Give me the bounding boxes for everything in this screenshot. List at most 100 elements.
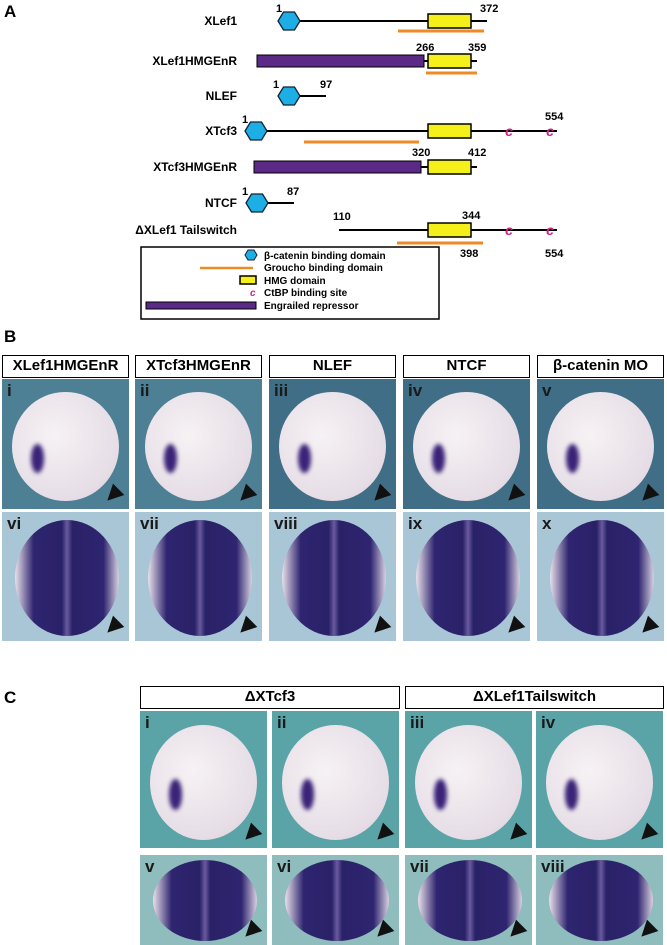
svg-text:Engrailed repressor: Engrailed repressor: [264, 301, 359, 312]
svg-text:Groucho binding domain: Groucho binding domain: [264, 263, 383, 274]
image-label: i: [145, 713, 150, 732]
construct-xtcf3hmgenr: 320 412: [253, 147, 486, 175]
image-label: vii: [140, 514, 159, 533]
image-label: vi: [277, 857, 292, 876]
svg-text:359: 359: [468, 42, 486, 54]
image-label: ii: [277, 713, 287, 732]
svg-text:CtBP binding site: CtBP binding site: [264, 288, 348, 299]
embryo-image: ix: [403, 512, 530, 641]
panel-b-label: B: [4, 327, 17, 346]
embryo-image: vii: [405, 855, 532, 945]
svg-text:β-catenin binding domain: β-catenin binding domain: [264, 251, 386, 262]
svg-text:1: 1: [273, 79, 279, 91]
ctbp-site-icon: c: [505, 123, 513, 139]
embryo-image: iv: [536, 711, 663, 848]
embryo: [281, 519, 386, 636]
construct-xlef1hmgenr: 266 359: [256, 42, 486, 75]
image-label: v: [542, 381, 552, 400]
embryo: [12, 392, 119, 502]
image-label: v: [145, 857, 155, 876]
embryo-image: vii: [135, 512, 262, 641]
embryo-image: vi: [2, 512, 129, 641]
embryo-image: v: [140, 855, 267, 945]
header-dxlef1tailswitch: ΔXLef1Tailswitch: [405, 686, 664, 709]
embryo: [145, 392, 252, 502]
embryo-image: vi: [272, 855, 399, 945]
svg-text:87: 87: [287, 186, 299, 198]
embryo-image: x: [537, 512, 664, 641]
image-label: iii: [274, 381, 289, 400]
arrow-icon: [636, 483, 660, 507]
arrow-icon: [101, 483, 125, 507]
stain-spot: [301, 779, 314, 810]
panel-c-label: C: [4, 688, 17, 707]
embryo: [415, 519, 520, 636]
embryo: [14, 519, 119, 636]
svg-text:HMG domain: HMG domain: [264, 276, 326, 287]
svg-text:344: 344: [462, 210, 481, 222]
arrow-icon: [368, 615, 392, 639]
legend: c β-catenin binding domain Groucho bindi…: [140, 246, 440, 320]
image-label: viii: [541, 857, 565, 876]
svg-text:554: 554: [545, 248, 564, 260]
embryo: [548, 860, 653, 942]
arrow-icon: [234, 483, 258, 507]
embryo-image: iii: [269, 379, 396, 509]
stain-spot: [169, 779, 182, 810]
svg-text:1: 1: [242, 114, 248, 126]
embryo: [284, 860, 389, 942]
column-header: XLef1HMGEnR: [2, 355, 129, 378]
arrow-icon: [101, 615, 125, 639]
stain-spot: [432, 444, 445, 473]
svg-text:372: 372: [480, 3, 498, 15]
svg-text:c: c: [546, 222, 554, 238]
image-label: vi: [7, 514, 22, 533]
embryo-image: iv: [403, 379, 530, 509]
construct-nlef: 1 97: [273, 79, 332, 106]
construct-tailswitch: c c 110 344 398 554: [333, 210, 564, 260]
svg-text:1: 1: [276, 3, 282, 15]
stain-spot: [566, 444, 579, 473]
embryo-image: i: [2, 379, 129, 509]
embryo: [547, 392, 654, 502]
stain-spot: [565, 779, 578, 810]
stain-spot: [164, 444, 177, 473]
construct-label-xtcf3hmgenr: XTcf3HMGEnR: [153, 160, 237, 174]
svg-text:1: 1: [242, 186, 248, 198]
embryo: [546, 724, 653, 840]
image-label: iii: [410, 713, 425, 732]
svg-text:320: 320: [412, 147, 430, 159]
arrow-icon: [234, 615, 258, 639]
construct-label-tailswitch: ΔXLef1 Tailswitch: [135, 223, 237, 237]
embryo-image: v: [537, 379, 664, 509]
embryo: [150, 724, 257, 840]
arrow-icon: [371, 822, 395, 846]
stain-spot: [31, 444, 44, 473]
embryo: [282, 724, 389, 840]
construct-diagram: XLef1 XLef1HMGEnR NLEF XTcf3 XTcf3HMGEnR…: [135, 3, 564, 320]
svg-text:398: 398: [460, 248, 478, 260]
svg-text:554: 554: [545, 111, 564, 123]
image-label: vii: [410, 857, 429, 876]
embryo: [147, 519, 252, 636]
header-dxtcf3: ΔXTcf3: [140, 686, 400, 709]
construct-label-xtcf3: XTcf3: [205, 124, 237, 138]
embryo: [549, 519, 654, 636]
column-header: NTCF: [403, 355, 530, 378]
embryo-image: i: [140, 711, 267, 848]
arrow-icon: [502, 483, 526, 507]
embryo-image: viii: [269, 512, 396, 641]
embryo: [417, 860, 522, 942]
construct-label-xlef1: XLef1: [204, 14, 237, 28]
stain-spot: [298, 444, 311, 473]
svg-text:97: 97: [320, 79, 332, 91]
svg-text:c: c: [505, 222, 513, 238]
column-header: XTcf3HMGEnR: [135, 355, 262, 378]
construct-label-nlef: NLEF: [206, 89, 237, 103]
embryo: [413, 392, 520, 502]
svg-text:110: 110: [333, 211, 351, 223]
arrow-icon: [502, 615, 526, 639]
construct-label-xlef1hmgenr: XLef1HMGEnR: [152, 54, 237, 68]
svg-text:266: 266: [416, 42, 434, 54]
column-header: NLEF: [269, 355, 396, 378]
